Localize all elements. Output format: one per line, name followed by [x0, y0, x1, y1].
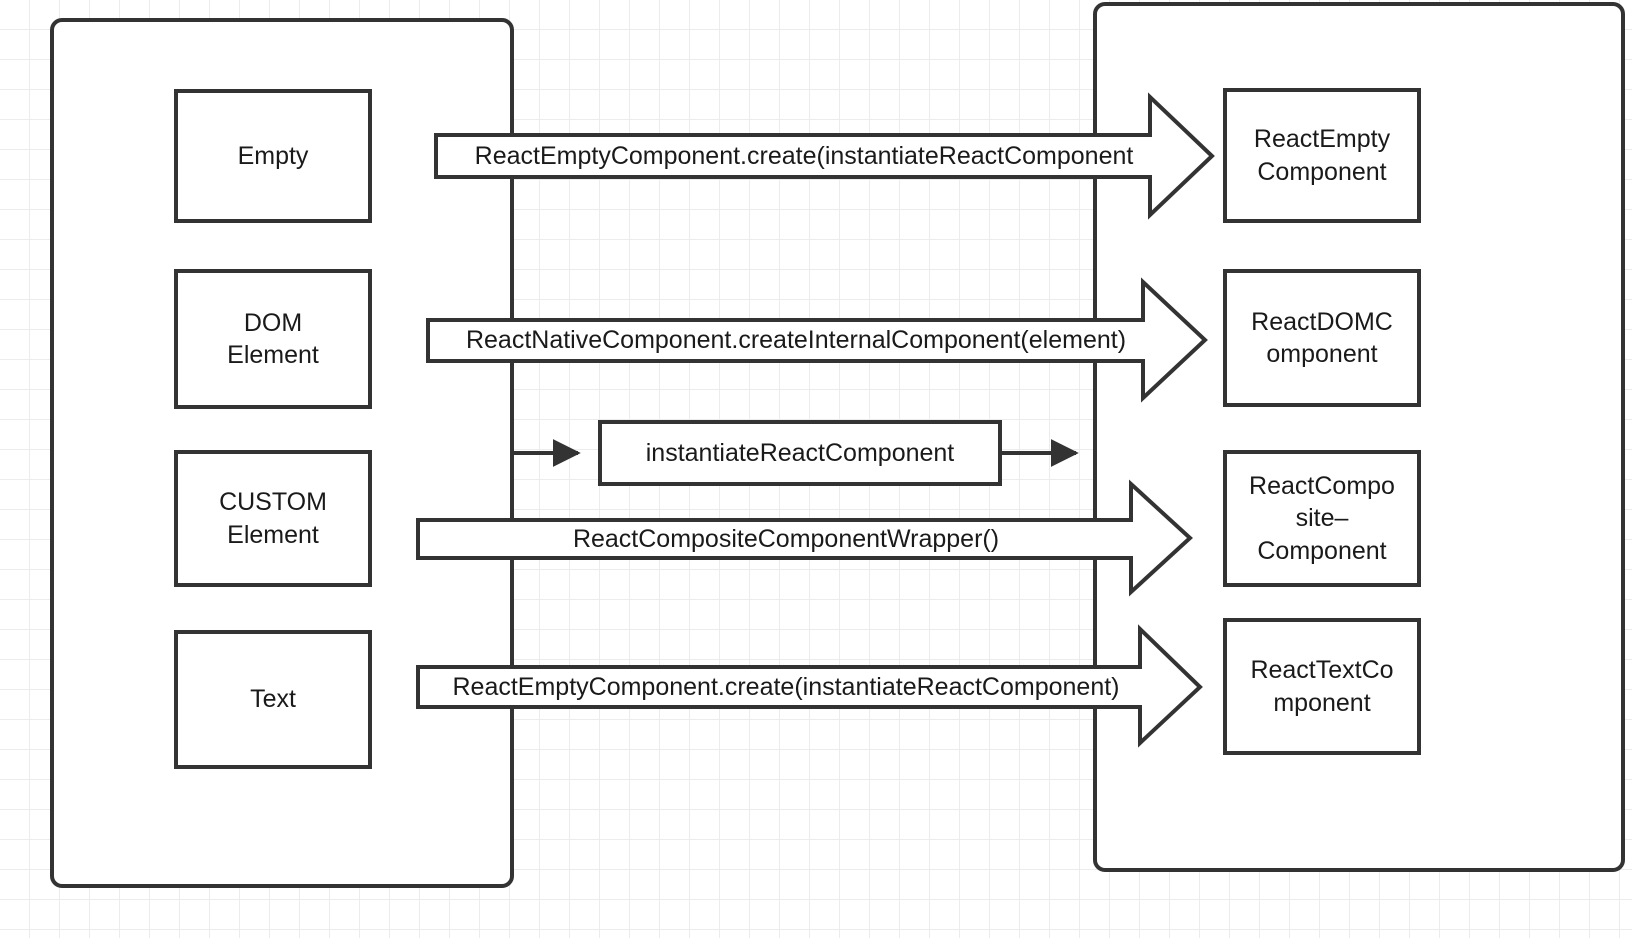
right-box-react-empty-component[interactable] [1223, 88, 1421, 223]
block-arrow-composite[interactable] [416, 479, 1193, 597]
block-arrow-empty[interactable] [434, 92, 1215, 220]
right-box-react-dom-component[interactable] [1223, 269, 1421, 407]
left-box-dom-element[interactable] [174, 269, 372, 409]
right-box-react-text-component[interactable] [1223, 618, 1421, 755]
left-box-custom-element[interactable] [174, 450, 372, 587]
left-box-text[interactable] [174, 630, 372, 769]
left-box-empty[interactable] [174, 89, 372, 223]
right-box-react-composite-component[interactable] [1223, 450, 1421, 587]
center-box-instantiate-react-component[interactable] [598, 420, 1002, 486]
block-arrow-text[interactable] [416, 624, 1203, 748]
block-arrow-dom[interactable] [426, 277, 1208, 403]
